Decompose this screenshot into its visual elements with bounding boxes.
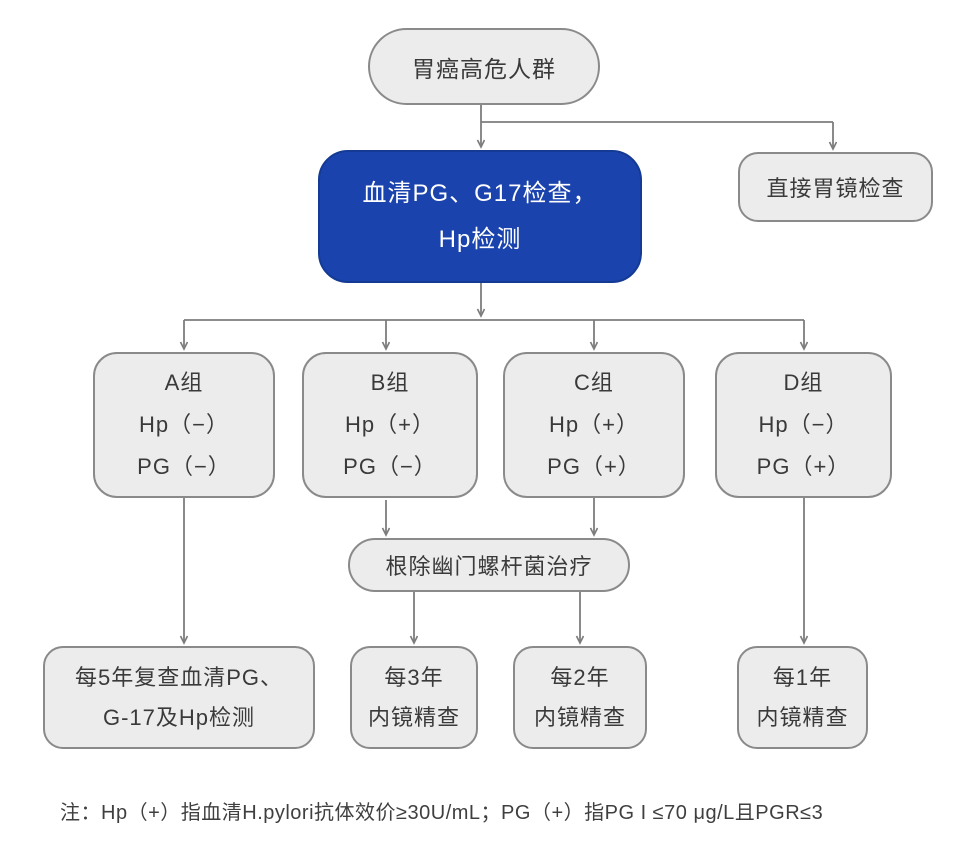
node-label-line2: G-17及Hp检测 [102, 704, 256, 730]
group-title: D组 [783, 370, 824, 395]
node-direct-gastroscopy: 直接胃镜检查 [738, 152, 933, 222]
node-label-line1: 每2年 [550, 664, 610, 690]
group-hp-status: Hp（−） [758, 412, 849, 437]
group-hp-status: Hp（+） [345, 412, 435, 437]
footnote: 注：Hp（+）指血清H.pylori抗体效价≥30U/mL；PG（+）指PG I… [60, 802, 824, 824]
node-label-line2: 内镜精查 [367, 704, 460, 730]
group-hp-status: Hp（+） [549, 412, 639, 437]
node-followup-every-3-years: 每3年 内镜精查 [350, 646, 478, 749]
node-high-risk-population: 胃癌高危人群 [368, 28, 600, 105]
group-title: A组 [164, 370, 204, 395]
node-serum-pg-g17-hp-test: 血清PG、G17检查， Hp检测 [318, 150, 642, 283]
node-followup-every-2-years: 每2年 内镜精查 [513, 646, 647, 749]
node-label: 直接胃镜检查 [766, 176, 905, 201]
node-label-line1: 血清PG、G17检查， [362, 179, 598, 207]
node-followup-every-1-year: 每1年 内镜精查 [737, 646, 868, 749]
node-hp-eradication-treatment: 根除幽门螺杆菌治疗 [348, 538, 630, 592]
node-label-line2: Hp检测 [438, 225, 522, 253]
group-pg-status: PG（−） [343, 454, 437, 479]
group-pg-status: PG（−） [137, 454, 231, 479]
group-pg-status: PG（+） [756, 454, 851, 479]
node-label: 根除幽门螺杆菌治疗 [385, 554, 593, 579]
node-group-a: A组 Hp（−） PG（−） [93, 352, 275, 498]
node-group-c: C组 Hp（+） PG（+） [503, 352, 685, 498]
group-title: C组 [574, 370, 614, 395]
node-label-line2: 内镜精查 [533, 704, 626, 730]
node-label-line1: 每5年复查血清PG、 [74, 664, 284, 690]
node-label: 胃癌高危人群 [412, 55, 556, 82]
node-label-line1: 每1年 [772, 664, 833, 690]
node-group-b: B组 Hp（+） PG（−） [302, 352, 478, 498]
node-followup-every-5-years: 每5年复查血清PG、 G-17及Hp检测 [43, 646, 315, 749]
node-group-d: D组 Hp（−） PG（+） [715, 352, 892, 498]
group-hp-status: Hp（−） [139, 412, 229, 437]
node-label-line1: 每3年 [384, 664, 444, 690]
node-label-line2: 内镜精查 [756, 704, 849, 730]
group-title: B组 [370, 370, 410, 395]
group-pg-status: PG（+） [547, 454, 641, 479]
